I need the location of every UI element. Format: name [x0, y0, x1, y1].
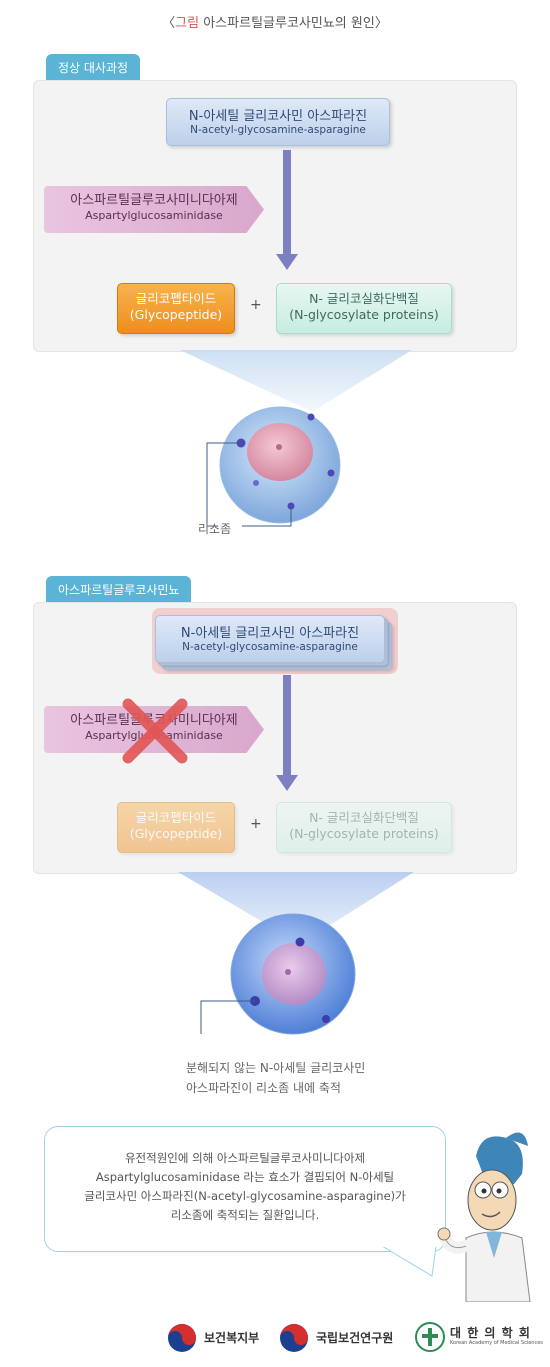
- normal-arrow-icon: [276, 150, 298, 270]
- tab-normal-metabolism: 정상 대사과정: [46, 54, 141, 82]
- institute-logo-text: 국립보건연구원: [316, 1331, 394, 1345]
- normal-substrate-en: N-acetyl-glycosamine-asparagine: [190, 124, 366, 136]
- enzyme-deficiency-cross-icon: [122, 698, 188, 764]
- disease-product2-en: (N-glycosylate proteins): [289, 826, 439, 841]
- disease-arrow-icon: [276, 675, 298, 791]
- normal-substrate-ko: N-아세틸 글리코사민 아스파라진: [188, 109, 368, 124]
- normal-enzyme-en: Aspartylglucosaminidase: [85, 209, 223, 222]
- disease-product-glycoprotein: N- 글리코실화단백질 (N-glycosylate proteins): [276, 802, 452, 853]
- disease-substrate-en: N-acetyl-glycosamine-asparagine: [182, 641, 358, 653]
- bubble-line3: 글리코사민 아스파라진(N-acetyl-glycosamine-asparag…: [84, 1189, 406, 1203]
- disease-substrate-ko: N-아세틸 글리코사민 아스파라진: [180, 626, 360, 641]
- disease-product1-en: (Glycopeptide): [129, 826, 223, 841]
- lysosome-label: 리소좀: [198, 522, 232, 536]
- normal-enzyme-arrow: 아스파르틸글루코사미니다아제 Aspartylglucosaminidase: [44, 186, 264, 233]
- title-highlight: 그림: [175, 16, 200, 31]
- explanation-bubble: 유전적원인에 의해 아스파르틸글루코사미니다아제 Aspartylglucosa…: [44, 1126, 446, 1252]
- normal-product1-en: (Glycopeptide): [129, 307, 223, 322]
- bubble-line1: 유전적원인에 의해 아스파르틸글루코사미니다아제: [124, 1151, 366, 1165]
- academy-logo-english: Korean Academy of Medical Sciences: [450, 1340, 543, 1346]
- bubble-line4: 리소좀에 축적되는 질환입니다.: [170, 1208, 320, 1222]
- normal-product-glycoprotein: N- 글리코실화단백질 (N-glycosylate proteins): [276, 283, 452, 334]
- disease-product1-ko: 글리코펩타이드: [135, 810, 217, 825]
- normal-cell-illustration: [180, 350, 412, 527]
- accumulation-label-line2: 아스파라진이 리소좀 내에 축적: [186, 1081, 341, 1095]
- normal-enzyme-ko: 아스파르틸글루코사미니다아제: [70, 193, 238, 208]
- ministry-logo-text: 보건복지부: [204, 1331, 260, 1345]
- normal-product2-en: (N-glycosylate proteins): [289, 307, 439, 322]
- figure-title: 〈그림 아스파르틸글루코사민뇨의 원인〉: [0, 12, 550, 31]
- disease-substrate-box: N-아세틸 글리코사민 아스파라진 N-acetyl-glycosamine-a…: [155, 615, 385, 663]
- institute-logo-icon: [280, 1324, 308, 1352]
- disease-plus-sign: +: [250, 816, 262, 832]
- normal-product1-ko: 글리코펩타이드: [135, 291, 217, 306]
- normal-substrate-box: N-아세틸 글리코사민 아스파라진 N-acetyl-glycosamine-a…: [166, 98, 390, 146]
- ministry-logo-icon: [168, 1324, 196, 1352]
- bubble-line2: Aspartylglucosaminidase 라는 효소가 결핍되어 N-아세…: [95, 1170, 395, 1184]
- disease-enzyme-ko: 아스파르틸글루코사미니다아제: [70, 713, 238, 728]
- disease-product2-ko: N- 글리코실화단백질: [309, 810, 419, 825]
- title-bracket-close: 〉: [374, 16, 388, 31]
- title-text: 아스파르틸글루코사민뇨의 원인: [199, 16, 375, 31]
- normal-plus-sign: +: [250, 297, 262, 313]
- title-bracket-open: 〈: [162, 16, 176, 31]
- accumulation-label: 분해되지 않는 N-아세틸 글리코사민 아스파라진이 리소좀 내에 축적: [186, 1058, 365, 1098]
- disease-cell-illustration: [178, 872, 414, 1035]
- normal-product-glycopeptide: 글리코펩타이드 (Glycopeptide): [117, 283, 235, 334]
- disease-product-glycopeptide: 글리코펩타이드 (Glycopeptide): [117, 802, 235, 853]
- doctor-character-icon: [437, 1132, 531, 1302]
- tab-aspartylglucosaminuria: 아스파르틸글루코사민뇨: [46, 576, 192, 604]
- academy-logo-icon: [415, 1322, 445, 1352]
- normal-product2-ko: N- 글리코실화단백질: [309, 291, 419, 306]
- bubble-tail-icon: [380, 1244, 438, 1277]
- academy-logo-text: 대 한 의 학 회: [450, 1326, 531, 1340]
- accumulation-label-line1: 분해되지 않는 N-아세틸 글리코사민: [186, 1061, 366, 1075]
